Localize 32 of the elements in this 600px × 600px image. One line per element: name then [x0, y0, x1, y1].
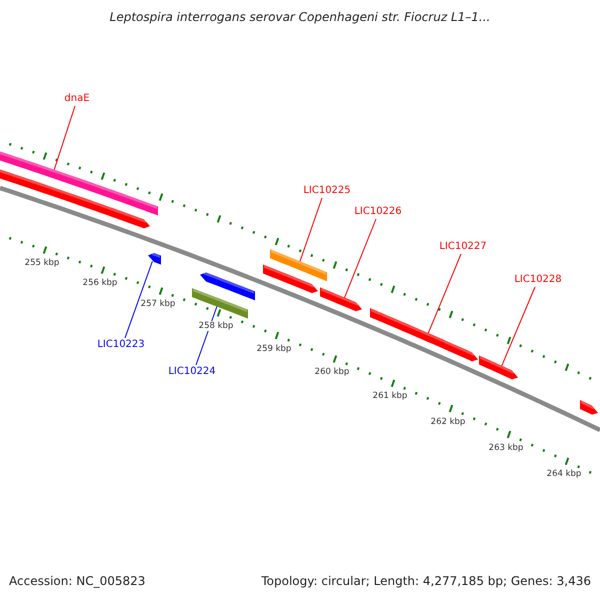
gene-label: LIC10227 — [439, 241, 487, 253]
gene-feature — [479, 355, 518, 380]
genome-info-text: Topology: circular; Length: 4,277,185 bp; Genes: 3,436 — [261, 574, 591, 588]
scale-label: 261 kbp — [372, 391, 408, 402]
scale-label: 263 kbp — [488, 442, 524, 453]
scale-label: 258 kbp — [198, 320, 234, 332]
gene-label: LIC10224 — [168, 366, 216, 378]
gene-label: LIC10223 — [97, 339, 145, 351]
leader-line — [54, 106, 76, 170]
scale-label: 255 kbp — [24, 258, 60, 268]
gene-feature — [148, 252, 161, 265]
scale-label: 256 kbp — [82, 278, 118, 288]
scale-label: 257 kbp — [140, 299, 176, 310]
leader-line — [124, 260, 153, 338]
gene-label: LIC10228 — [514, 274, 562, 286]
gene-feature — [320, 287, 362, 312]
scale-label: 264 kbp — [546, 469, 582, 480]
scale-label: 260 kbp — [314, 367, 350, 378]
leader-line — [428, 254, 462, 334]
gene-feature — [0, 150, 158, 216]
gene-feature — [370, 308, 478, 362]
accession-text: Accession: NC_005823 — [9, 574, 146, 588]
gene-label: LIC10225 — [303, 185, 351, 197]
leader-line — [501, 286, 536, 366]
gene-feature — [270, 249, 327, 282]
title: Leptospira interrogans serovar Copenhageni str. Fiocruz L1–1... — [108, 10, 492, 24]
scale-label: 259 kbp — [256, 344, 292, 354]
gene-feature — [192, 288, 248, 319]
gene-label: LIC10226 — [354, 206, 402, 218]
scale-label: 262 kbp — [430, 416, 466, 427]
gene-label: dnaE — [64, 93, 90, 105]
leader-line — [344, 218, 376, 298]
